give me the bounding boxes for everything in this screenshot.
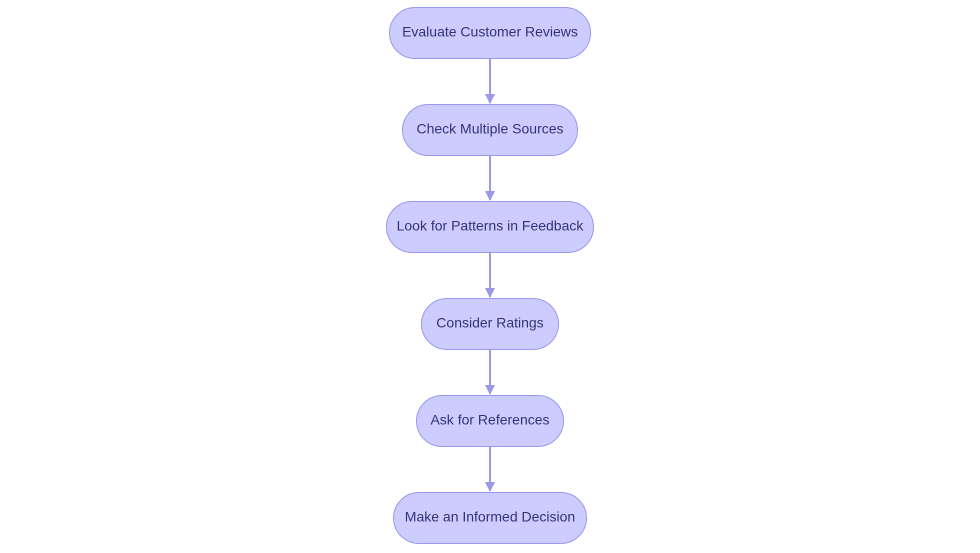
node-look-for-patterns[interactable]: Look for Patterns in Feedback: [386, 201, 594, 253]
node-make-informed-decision-shape: [393, 492, 587, 544]
node-check-multiple-sources-label: Check Multiple Sources: [416, 121, 563, 137]
node-consider-ratings-label: Consider Ratings: [436, 315, 543, 331]
node-consider-ratings-shape: [421, 298, 559, 350]
node-ask-for-references-label: Ask for References: [430, 412, 549, 428]
node-check-multiple-sources-shape: [402, 104, 578, 156]
node-ask-for-references[interactable]: Ask for References: [416, 395, 564, 447]
nodes-layer: Evaluate Customer Reviews Check Multiple…: [386, 7, 594, 544]
node-evaluate-customer-reviews[interactable]: Evaluate Customer Reviews: [389, 7, 591, 59]
node-evaluate-customer-reviews-shape: [389, 7, 591, 59]
node-look-for-patterns-shape: [386, 201, 594, 253]
node-look-for-patterns-label: Look for Patterns in Feedback: [397, 218, 585, 234]
node-make-informed-decision-label: Make an Informed Decision: [405, 509, 575, 525]
node-check-multiple-sources[interactable]: Check Multiple Sources: [402, 104, 578, 156]
node-consider-ratings[interactable]: Consider Ratings: [421, 298, 559, 350]
node-ask-for-references-shape: [416, 395, 564, 447]
node-make-informed-decision[interactable]: Make an Informed Decision: [393, 492, 587, 544]
node-evaluate-customer-reviews-label: Evaluate Customer Reviews: [402, 24, 578, 40]
